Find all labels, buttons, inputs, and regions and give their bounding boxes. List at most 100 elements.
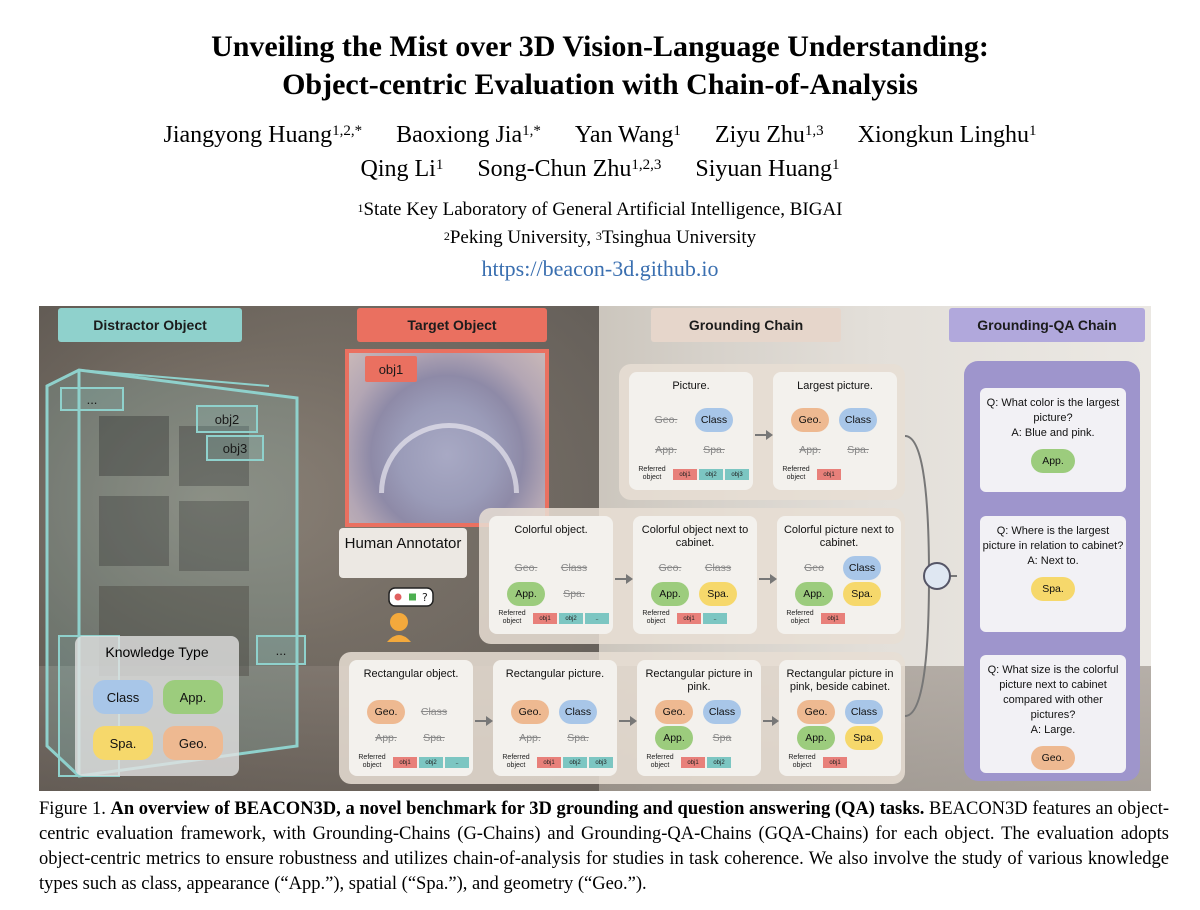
card-text: Rectangular object. [363, 668, 459, 680]
card-text: Rectangular picture in pink, beside cabi… [786, 668, 894, 693]
distractor-tag-obj3: obj3 [222, 440, 248, 456]
header-target-object: Target Object [357, 308, 547, 342]
ref-obj1: obj1 [817, 469, 841, 480]
qa-card-1: Q: What color is the largest picture? A:… [980, 388, 1126, 492]
chain-arrow [615, 574, 633, 584]
knowledge-geo-chip: Geo. [163, 726, 223, 760]
class-chip: Class [559, 700, 597, 724]
app-chip: App. [651, 582, 689, 606]
ref-obj1: obj1 [393, 757, 417, 768]
qa-card-3: Q: What size is the colorful picture nex… [980, 655, 1126, 773]
card-text: Colorful object. [514, 524, 588, 536]
app-chip: App. [795, 582, 833, 606]
class-chip: Class [703, 700, 741, 724]
ref-obj1: obj1 [823, 757, 847, 768]
qa-answer: A: Large. [1030, 724, 1076, 736]
geo-chip: Geo. [791, 408, 829, 432]
app-chip: App. [375, 732, 397, 744]
referred-object-label: Referred object [498, 610, 526, 625]
card-text: Picture. [672, 380, 710, 392]
g-card-largest-picture: Largest picture. Geo. Class App. Spa. Re… [773, 372, 897, 490]
beacon-icon [923, 562, 951, 590]
referred-object-label: Referred object [642, 610, 670, 625]
affiliation-2: 2Peking University, 3Tsinghua University [443, 227, 757, 248]
geo-chip: Geo. [658, 562, 682, 574]
g-card-colorful-picture-next: Colorful picture next to cabinet. Geo Cl… [777, 516, 901, 634]
svg-text:?: ? [422, 591, 428, 604]
class-chip: Class [704, 562, 732, 574]
chain-arrow [763, 716, 779, 726]
g-card-rectangular-picture-pink-beside: Rectangular picture in pink, beside cabi… [779, 660, 901, 776]
knowledge-spa-chip: Spa. [93, 726, 153, 760]
geo-chip: Geo. [797, 700, 835, 724]
annotator-icon: ? [379, 586, 439, 642]
qa-answer: A: Blue and pink. [1011, 427, 1095, 439]
geo-chip: Geo. [511, 700, 549, 724]
annotator-label: Human Annotator [339, 528, 467, 578]
header-grounding-chain: Grounding Chain [651, 308, 841, 342]
class-chip: Class [420, 706, 448, 718]
knowledge-type-panel: Knowledge Type Class App. Spa. Geo. [75, 636, 239, 776]
ref-obj1: obj1 [673, 469, 697, 480]
caption-bold: An overview of BEACON3D, a novel benchma… [110, 799, 925, 819]
app-chip: App. [519, 732, 541, 744]
g-card-rectangular-object: Rectangular object. Geo. Class App. Spa.… [349, 660, 473, 776]
author: Xiongkun Linghu1 [857, 122, 1037, 148]
spa-chip: Spa. [703, 444, 725, 456]
ref-obj2: obj2 [563, 757, 587, 768]
distractor-tag-dots: ... [86, 391, 98, 407]
app-chip: App. [507, 582, 545, 606]
spa-chip: Spa. [845, 726, 883, 750]
app-chip: App. [797, 726, 835, 750]
qa-knowledge-chip: Spa. [1031, 577, 1075, 601]
header-distractor-object: Distractor Object [58, 308, 242, 342]
ref-obj3: obj3 [725, 469, 749, 480]
author-list: Jiangyong Huang1,2,* Baoxiong Jia1,* Yan… [0, 118, 1200, 186]
ref-obj1: obj1 [681, 757, 705, 768]
knowledge-class-chip: Class [93, 680, 153, 714]
card-text: Colorful picture next to cabinet. [783, 524, 895, 549]
class-chip: Class [839, 408, 877, 432]
card-text: Largest picture. [797, 380, 873, 392]
paper-title: Unveiling the Mist over 3D Vision-Langua… [0, 28, 1200, 104]
chain-arrow [619, 716, 637, 726]
g-card-picture: Picture. Geo. Class App. Spa. Referred o… [629, 372, 753, 490]
geo-chip: Geo. [654, 414, 678, 426]
card-text: Colorful object next to cabinet. [641, 524, 749, 549]
spa-chip: Spa. [563, 588, 585, 600]
class-chip: Class [845, 700, 883, 724]
g-card-colorful-object-next: Colorful object next to cabinet. Geo. Cl… [633, 516, 757, 634]
spa-chip: Spa. [843, 582, 881, 606]
ref-obj2: obj2 [559, 613, 583, 624]
chain-arrow [759, 574, 777, 584]
chain-arrow [475, 716, 493, 726]
ref-obj1: obj1 [537, 757, 561, 768]
figure-caption: Figure 1. An overview of BEACON3D, a nov… [39, 797, 1169, 897]
spa-chip: Spa. [567, 732, 589, 744]
distractor-tag-obj2: obj2 [214, 411, 240, 427]
knowledge-app-chip: App. [163, 680, 223, 714]
author: Ziyu Zhu1,3 [714, 122, 824, 148]
ref-obj2: obj2 [699, 469, 723, 480]
geo-chip: Geo. [514, 562, 538, 574]
class-chip: Class [695, 408, 733, 432]
author: Baoxiong Jia1,* [396, 122, 541, 148]
spa-chip: Spa. [423, 732, 445, 744]
project-link[interactable]: https://beacon-3d.github.io [481, 256, 719, 281]
ref-obj1: obj1 [821, 613, 845, 624]
ref-obj3: obj3 [589, 757, 613, 768]
g-card-colorful-object: Colorful object. Geo. Class App. Spa. Re… [489, 516, 613, 634]
app-chip: App. [799, 444, 821, 456]
author: Siyuan Huang1 [695, 156, 840, 182]
referred-object-label: Referred object [502, 754, 530, 769]
ref-dots: .. [703, 613, 727, 624]
title-line-2: Object-centric Evaluation with Chain-of-… [282, 68, 918, 101]
author: Song-Chun Zhu1,2,3 [477, 156, 662, 182]
header-grounding-qa-chain: Grounding-QA Chain [949, 308, 1145, 342]
bridge-shape [379, 423, 519, 493]
card-text: Rectangular picture in pink. [645, 668, 753, 693]
geo-chip: Geo. [367, 700, 405, 724]
distractor-tag-dots-2: ... [275, 642, 287, 658]
caption-text: features an object-centric evaluation fr… [39, 799, 1169, 894]
gqa-chain-panel: Q: What color is the largest picture? A:… [964, 361, 1140, 781]
